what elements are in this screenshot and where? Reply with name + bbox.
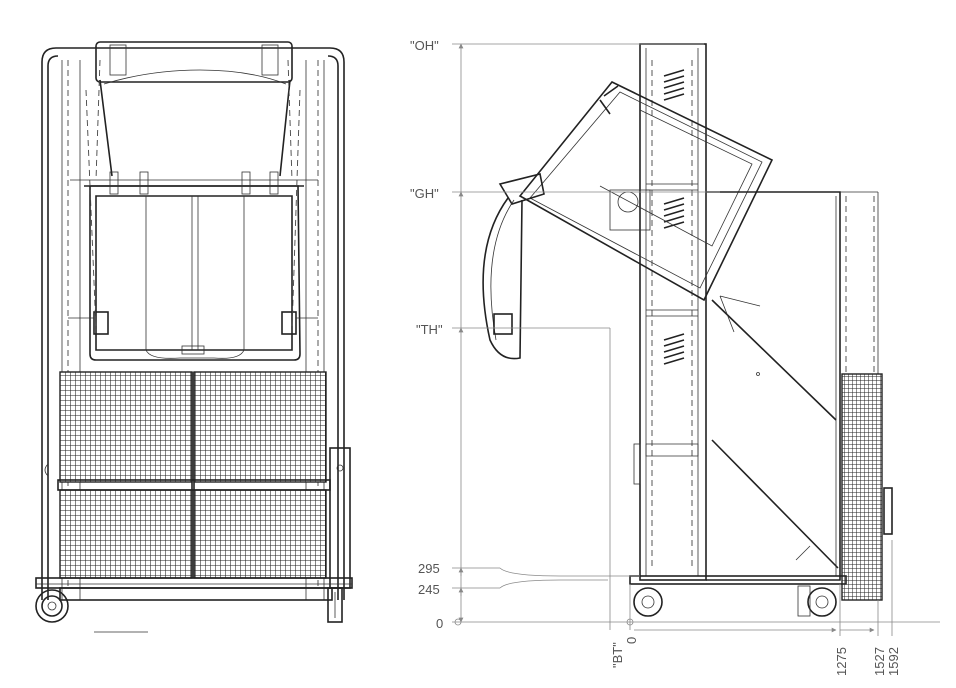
- side-view: [482, 43, 893, 617]
- x0-label: 0: [624, 637, 639, 644]
- front-view: [35, 41, 353, 633]
- bt-label: "BT": [610, 642, 625, 668]
- oh-label: "OH": [410, 38, 439, 53]
- dim-0-label: 0: [436, 616, 443, 631]
- tilted-bin: [482, 81, 774, 360]
- dimension-labels: "OH" "GH" "TH" 295 245 0 "BT" 0 1275 152…: [410, 38, 901, 676]
- dimension-lines: [452, 43, 940, 636]
- vent-slots: [663, 69, 685, 365]
- th-label: "TH": [416, 322, 443, 337]
- x1527-label: 1527: [872, 647, 887, 676]
- dim-245-label: 245: [418, 582, 440, 597]
- gh-label: "GH": [410, 186, 439, 201]
- x1592-label: 1592: [886, 647, 901, 676]
- x1275-label: 1275: [834, 647, 849, 676]
- dim-295-label: 295: [418, 561, 440, 576]
